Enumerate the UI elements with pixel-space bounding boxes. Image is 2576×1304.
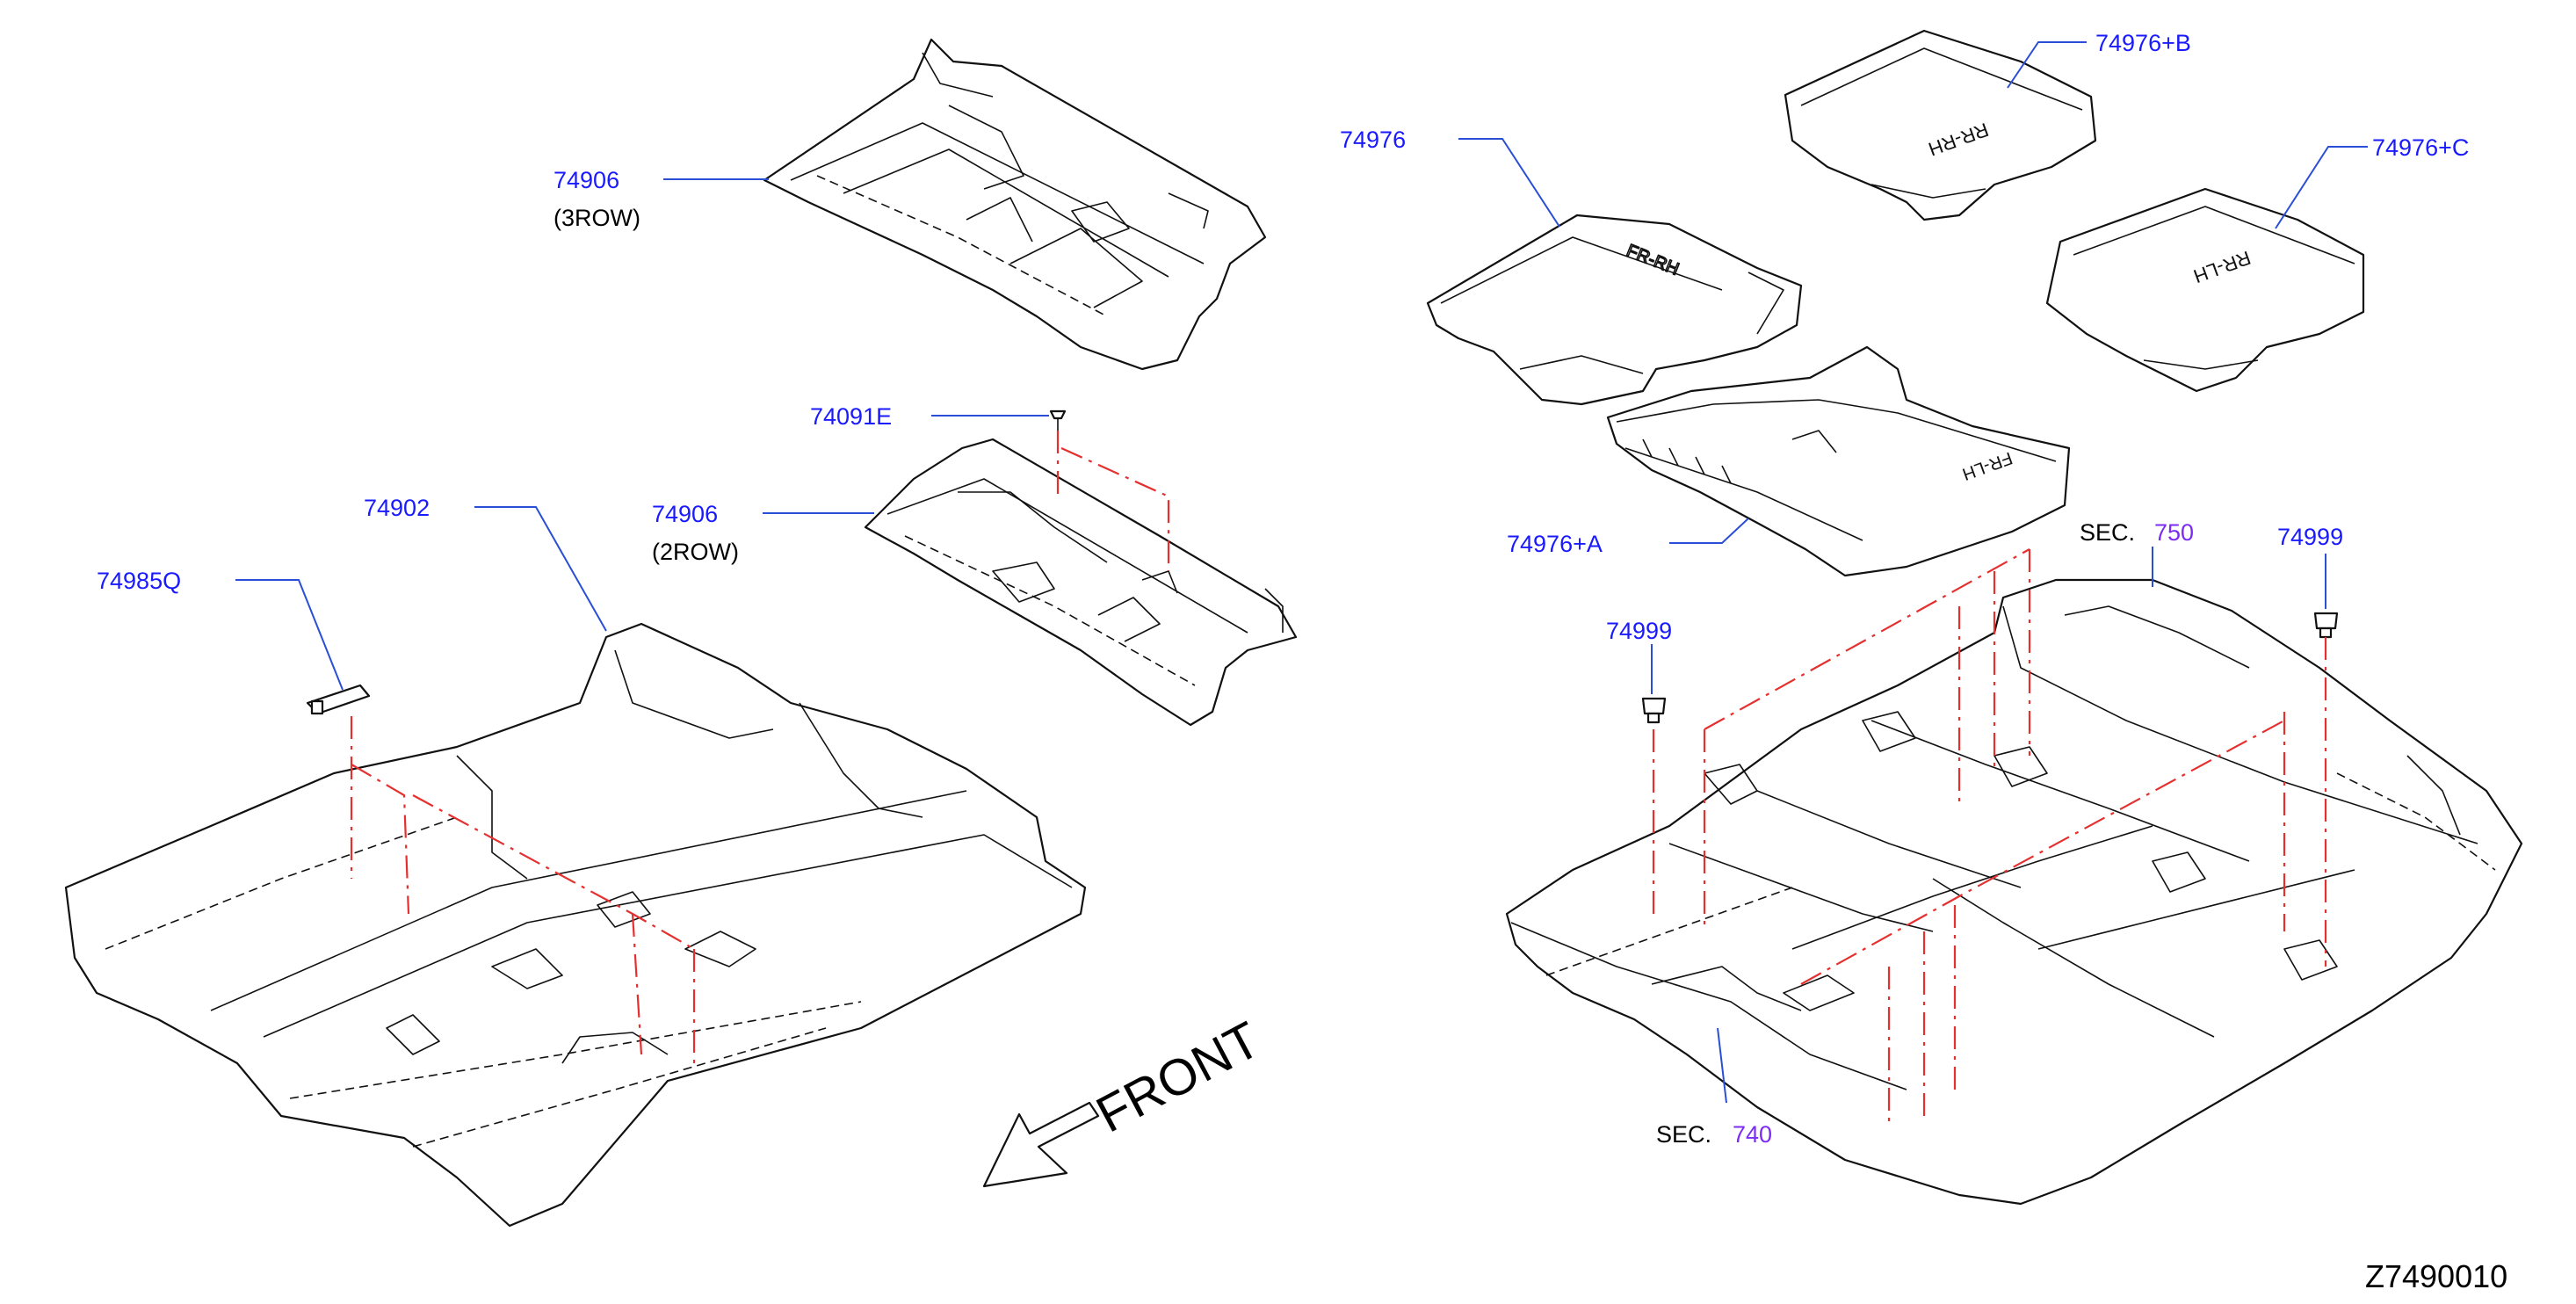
part-label-74999-right: 74999: [2277, 524, 2343, 550]
part-label-74985q: 74985Q: [97, 568, 181, 594]
leader-74985q: [235, 579, 344, 691]
diagram-reference: Z7490010: [2365, 1258, 2507, 1294]
leader-74976a: [1669, 518, 1749, 544]
floor-carpet-2row-drawing: [864, 438, 1298, 727]
floor-mat-74976b-drawing: RR-RH: [1784, 29, 2097, 221]
assembly-line-74091e: [1056, 431, 1170, 571]
clip-74999-right-drawing: [2313, 612, 2339, 639]
floor-mat-74976c-drawing: RR-LH: [2045, 187, 2365, 393]
leader-74976c: [2275, 146, 2368, 229]
part-label-74999-left: 74999: [1606, 618, 1672, 644]
floor-carpet-main-drawing: [64, 622, 1087, 1228]
floor-panel-drawing: [1505, 578, 2523, 1206]
floor-mat-74976-drawing: FR-RH: [1426, 214, 1803, 406]
assembly-lines-main: [350, 716, 696, 1063]
sec-750-number: 750: [2154, 519, 2194, 546]
part-note-2row: (2ROW): [652, 539, 739, 565]
leader-74976b: [2007, 41, 2087, 89]
part-label-74976c: 74976+C: [2372, 134, 2469, 161]
part-label-74902: 74902: [364, 495, 430, 521]
part-label-74976a: 74976+A: [1507, 531, 1603, 557]
part-label-74976: 74976: [1340, 127, 1406, 153]
floor-carpet-3row-drawing: [763, 38, 1267, 371]
sec-740-prefix: SEC.: [1656, 1121, 1711, 1148]
assembly-lines-floor: [1652, 548, 2327, 1125]
leader-74976: [1458, 138, 1560, 228]
clip-74091e-drawing: [1049, 409, 1067, 431]
clip-74985q-drawing: [306, 684, 371, 715]
part-label-74091e: 74091E: [810, 403, 892, 430]
part-note-3row: (3ROW): [554, 205, 640, 231]
front-direction-arrow: [982, 1101, 1100, 1188]
sec-740-number: 740: [1733, 1121, 1772, 1148]
part-label-74976b: 74976+B: [2095, 30, 2191, 56]
leader-74902: [474, 506, 607, 632]
front-label: FRONT: [1088, 1011, 1270, 1143]
part-label-74906-2row: 74906: [652, 501, 718, 527]
leader-sec740: [1717, 1027, 1727, 1104]
clip-74999-left-drawing: [1641, 697, 1667, 724]
part-label-74906-3row: 74906: [554, 167, 619, 193]
sec-750-prefix: SEC.: [2080, 519, 2135, 546]
floor-mat-74976a-drawing: FR-LH: [1606, 345, 2071, 577]
